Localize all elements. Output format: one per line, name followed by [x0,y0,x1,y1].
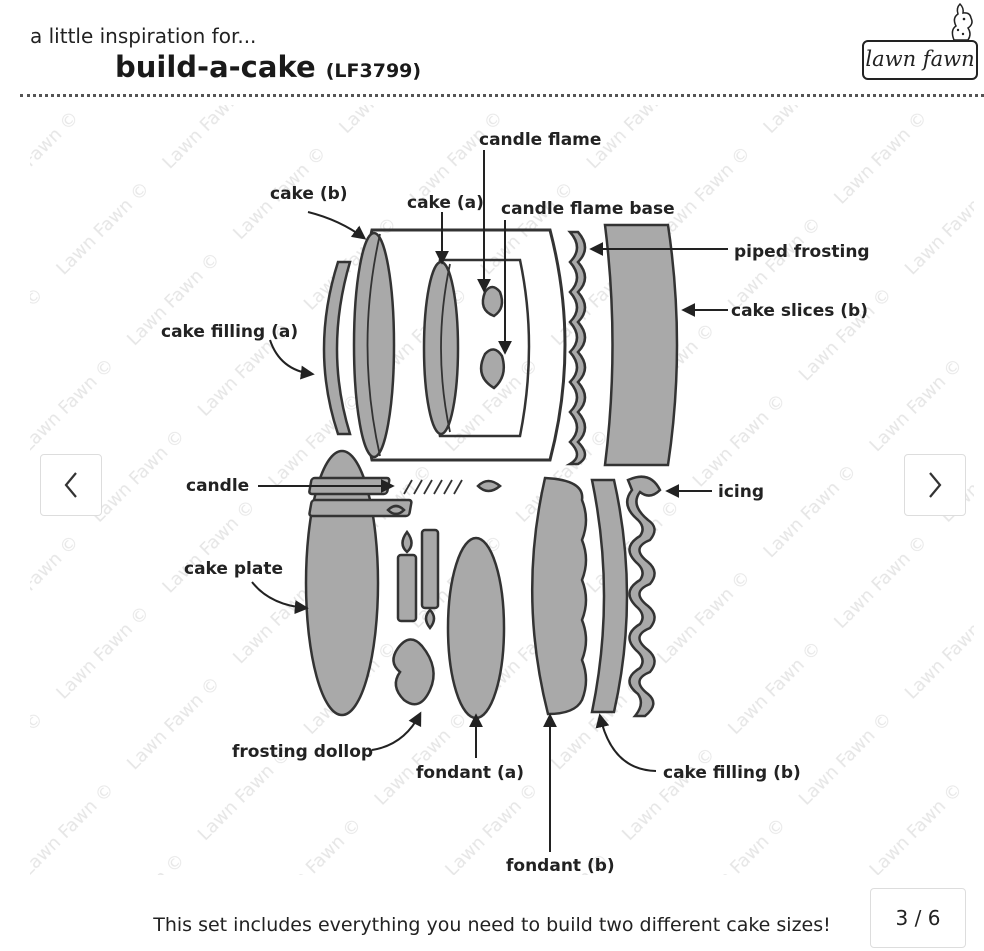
label-cake-plate: cake plate [184,559,283,579]
slide-counter: 3 / 6 [870,888,966,948]
label-cake-b: cake (b) [270,184,348,204]
label-candle: candle [186,476,249,496]
previous-slide-button[interactable] [40,454,102,516]
icing-shape [625,475,662,718]
cake-slices-b-shape [603,223,679,467]
cake-filling-b-shape [590,478,629,714]
product-name: build-a-cake [115,50,316,84]
cake-b-ellipse [352,231,396,459]
candle-shape-2 [308,498,413,518]
leader-arrows [251,150,728,852]
candle-flame-small-1 [476,479,502,493]
die-detail-lines [366,233,463,495]
fondant-b-shape [531,476,588,716]
die-shapes [304,223,679,720]
label-piped-frosting: piped frosting [734,242,870,262]
chevron-left-icon [64,472,77,498]
frosting-dollop-shape [392,638,435,706]
label-frosting-dollop: frosting dollop [232,742,373,762]
candle-flame-small-3 [401,529,413,554]
cake-filling-a-shape [322,260,352,436]
candle-flame-shape-1 [481,285,504,318]
candle-shape-3 [396,553,418,623]
label-cake-slices-b: cake slices (b) [731,301,868,321]
label-cake-a: cake (a) [407,193,484,213]
label-icing: icing [718,482,764,502]
label-fondant-b: fondant (b) [506,856,615,876]
watermark [30,105,974,875]
candle-flame-small-4 [424,608,436,631]
fawn-icon [951,2,973,41]
label-cake-filling-a: cake filling (a) [161,322,298,342]
candle-shape-4 [420,528,440,610]
product-illustration: Lawn Fawn © [0,100,984,880]
label-cake-filling-b: cake filling (b) [663,763,801,783]
fondant-a-shape [446,536,506,720]
slide-caption: This set includes everything you need to… [153,914,831,936]
label-fondant-a: fondant (a) [416,763,524,783]
product-title: build-a-cake (LF3799) [115,50,421,84]
next-slide-button[interactable] [904,454,966,516]
candle-flame-shape-2 [479,348,505,390]
product-code: (LF3799) [325,60,422,82]
label-candle-flame-base: candle flame base [501,199,675,219]
chevron-right-icon [929,472,942,498]
piped-frosting-shape [565,230,587,466]
tagline: a little inspiration for... [30,24,257,48]
logo-text: lawn fawn [862,40,978,80]
candle-flame-small-2 [386,504,406,516]
brand-logo[interactable]: lawn fawn [858,0,982,84]
label-candle-flame: candle flame [479,130,601,150]
header: a little inspiration for... build-a-cake… [0,0,984,100]
header-divider [20,94,984,97]
